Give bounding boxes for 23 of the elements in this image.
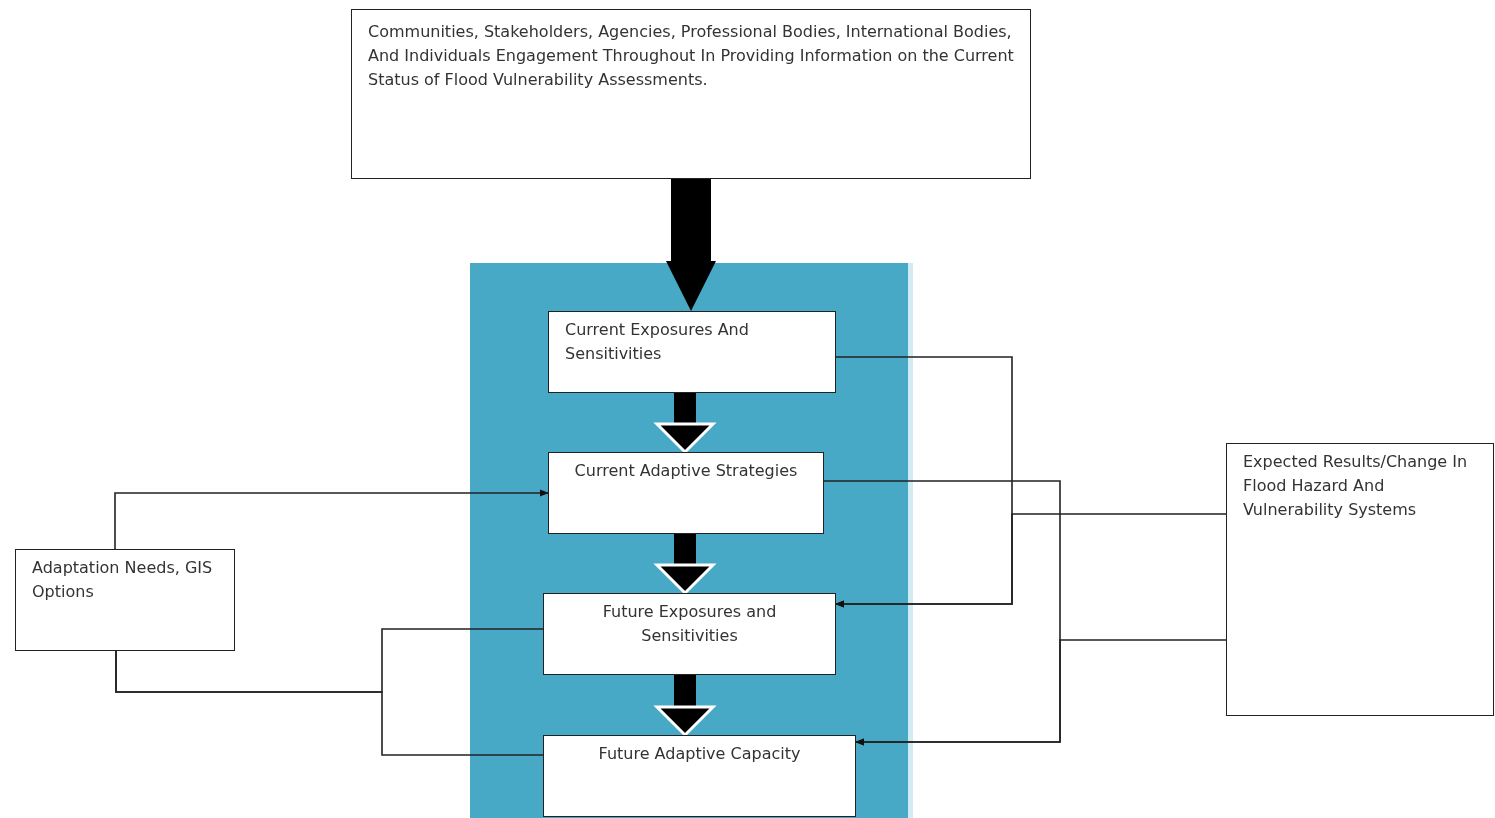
box-text: Future Adaptive Capacity xyxy=(597,743,802,765)
block-arrow xyxy=(655,675,715,737)
process-box xyxy=(15,549,235,651)
panel-background xyxy=(470,263,913,818)
block-arrow xyxy=(655,534,715,595)
arrow xyxy=(835,513,1227,608)
box-text: Future Exposures and Sensitivities xyxy=(601,601,778,647)
process-box xyxy=(548,311,836,393)
process-box xyxy=(543,593,836,675)
box-text: Expected Results/Change In Flood Hazard And Vulnerability Systems xyxy=(1243,451,1469,521)
process-box xyxy=(543,735,856,817)
process-box xyxy=(351,9,1031,179)
block-arrow xyxy=(655,393,715,454)
box-text: Communities, Stakeholders, Agencies, Professional Bodies, International Bodies, And Individuals Engagement Throughout In Providing Information on the Current Status of Flood Vulnerability Assessments. xyxy=(368,21,1015,91)
arrow xyxy=(114,489,549,550)
box-text: Current Adaptive Strategies xyxy=(573,460,799,482)
box-text: Current Exposures And Sensitivities xyxy=(565,319,750,365)
process-box xyxy=(1226,443,1494,716)
process-box xyxy=(548,452,824,534)
arrow xyxy=(855,639,1227,746)
box-text: Adaptation Needs, GIS Options xyxy=(32,557,214,603)
block-arrow xyxy=(666,179,716,311)
connector-line xyxy=(115,650,544,756)
